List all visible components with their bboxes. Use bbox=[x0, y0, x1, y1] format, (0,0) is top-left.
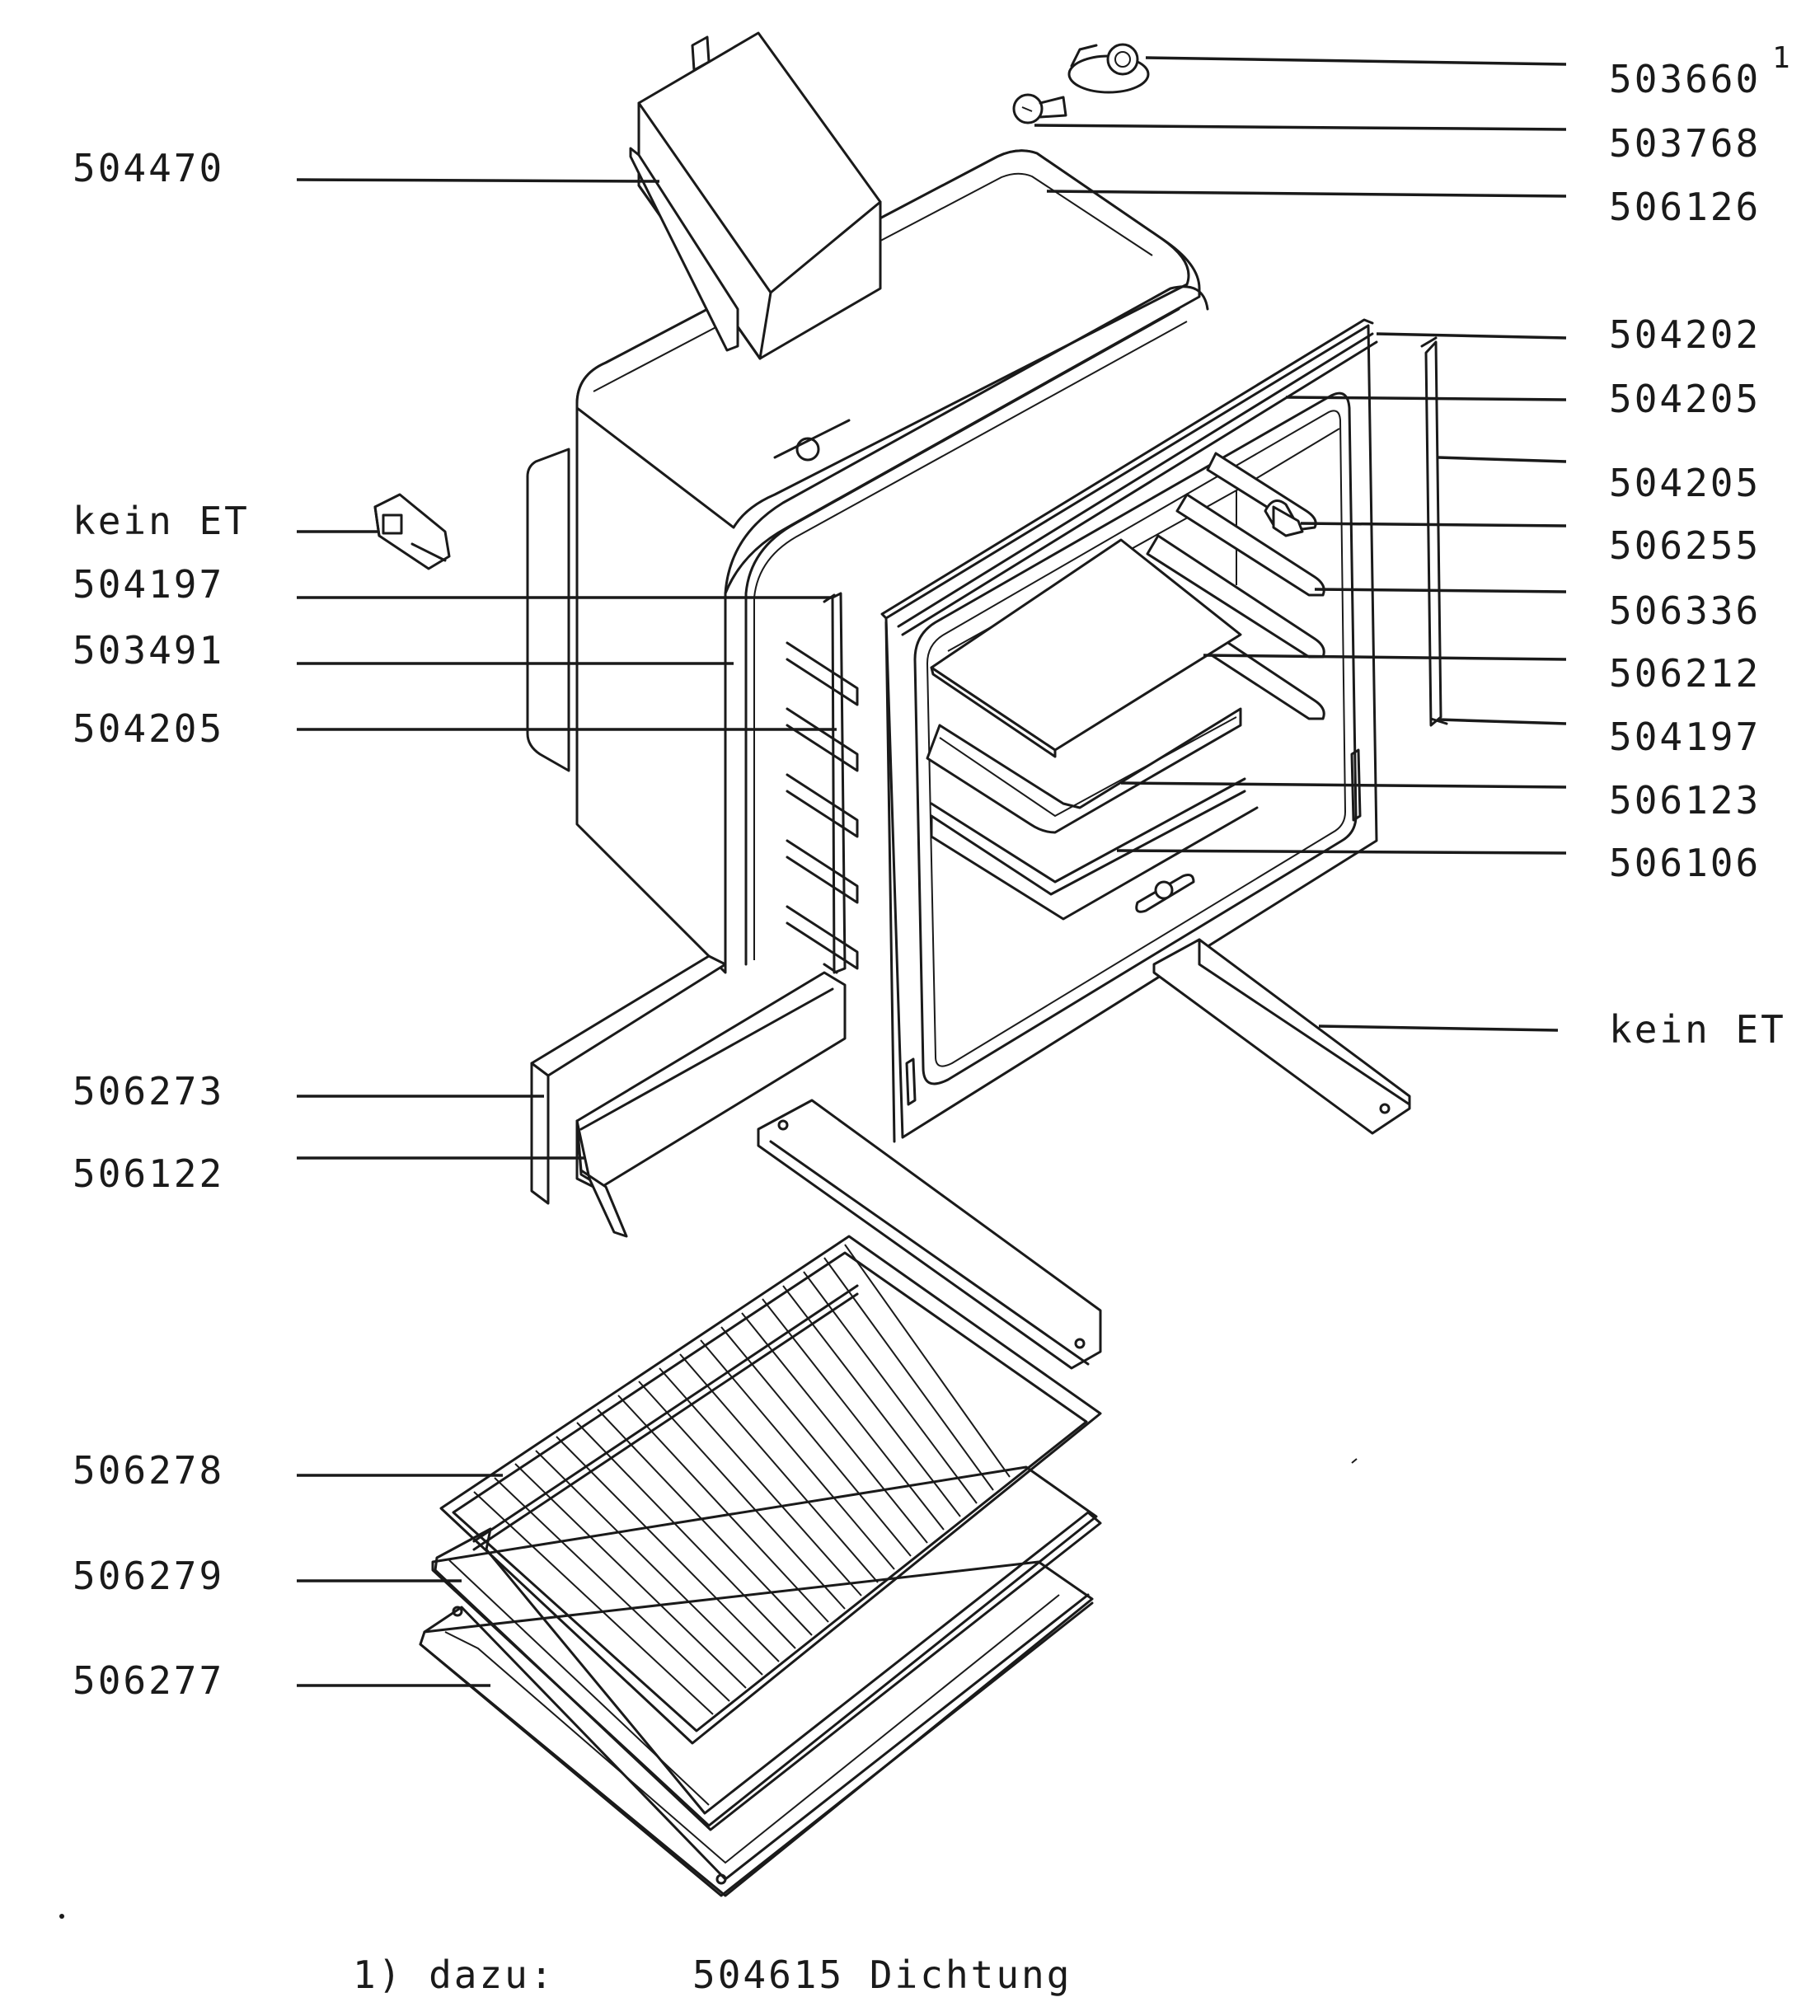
label-506336: 506336 bbox=[1609, 588, 1761, 633]
oven-shelf-506106 bbox=[930, 777, 1259, 921]
lamp-bulb-503768 bbox=[1012, 93, 1067, 124]
label-506123: 506123 bbox=[1609, 778, 1761, 823]
label-kein-et-right: kein ET bbox=[1609, 1007, 1786, 1052]
label-506255: 506255 bbox=[1609, 523, 1761, 568]
label-504205-b: 504205 bbox=[1609, 461, 1761, 505]
labels-right: 503660 1 503768 506126 504202 504205 504… bbox=[1609, 41, 1793, 1052]
label-504202: 504202 bbox=[1609, 312, 1761, 357]
footnote-marker-superscript: 1 bbox=[1772, 41, 1793, 75]
label-503491: 503491 bbox=[73, 628, 224, 673]
hinge-strip-left bbox=[905, 1057, 917, 1106]
leader-lines bbox=[296, 56, 1567, 1687]
label-504197-right: 504197 bbox=[1609, 715, 1761, 759]
footnote: 1) dazu: 504615 Dichtung bbox=[353, 1953, 1072, 1997]
tray-506279 bbox=[431, 1465, 1102, 1831]
label-506273: 506273 bbox=[73, 1069, 224, 1113]
rail-kein-et-right bbox=[1152, 938, 1411, 1135]
front-rail-center bbox=[757, 1099, 1102, 1370]
front-handle-slot bbox=[1135, 874, 1195, 913]
label-504470: 504470 bbox=[73, 146, 224, 190]
baking-pan-506123 bbox=[926, 707, 1242, 834]
rack-rod-right bbox=[1420, 336, 1448, 727]
tray-506277 bbox=[419, 1560, 1094, 1897]
label-506277: 506277 bbox=[73, 1658, 224, 1703]
label-504197-left: 504197 bbox=[73, 562, 224, 607]
footnote-marker: 1) dazu: bbox=[353, 1953, 556, 1997]
side-rails-left bbox=[786, 641, 859, 970]
labels-left: 504470 kein ET 504197 503491 504205 5062… bbox=[73, 146, 250, 1703]
bracket-kein-et bbox=[373, 493, 451, 570]
stray-dot bbox=[59, 1914, 64, 1919]
label-506106: 506106 bbox=[1609, 841, 1761, 885]
label-506126: 506126 bbox=[1609, 185, 1761, 229]
label-506122: 506122 bbox=[73, 1151, 224, 1196]
label-506212: 506212 bbox=[1609, 651, 1761, 696]
label-503768: 503768 bbox=[1609, 121, 1761, 166]
angle-bar-506122 bbox=[575, 971, 847, 1238]
label-504205-left: 504205 bbox=[73, 706, 224, 751]
grill-rack-506278 bbox=[439, 1235, 1102, 1745]
lamp-cover-506255 bbox=[1264, 499, 1304, 537]
footnote-text: 504615 Dichtung bbox=[692, 1953, 1072, 1997]
lamp-socket-503660 bbox=[1067, 43, 1150, 94]
label-kein-et-left: kein ET bbox=[73, 499, 250, 543]
baking-tray-506212 bbox=[930, 538, 1242, 758]
rail-506273 bbox=[530, 954, 727, 1205]
label-504205-a: 504205 bbox=[1609, 377, 1761, 421]
rod-504202 bbox=[897, 332, 1374, 628]
label-503660: 503660 bbox=[1609, 57, 1761, 101]
label-506278: 506278 bbox=[73, 1448, 224, 1493]
label-506279: 506279 bbox=[73, 1554, 224, 1598]
hinge-strip-right bbox=[1350, 748, 1362, 822]
stray-mark bbox=[1351, 1458, 1358, 1464]
cover-box-504470 bbox=[629, 31, 882, 360]
